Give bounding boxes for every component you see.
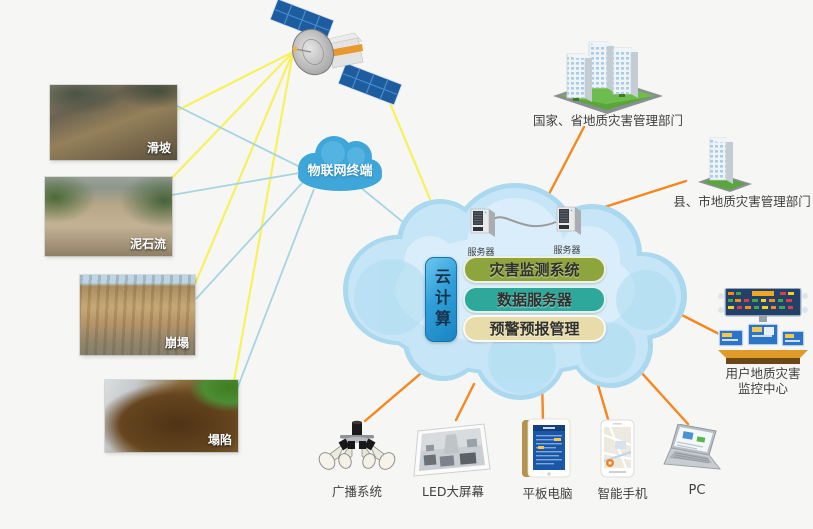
county-city-department-label: 县、市地质灾害管理部门 xyxy=(673,194,811,209)
smartphone xyxy=(600,419,636,483)
server-tower-icon xyxy=(556,206,581,235)
led-big-screen-label: LED大屏幕 xyxy=(422,484,484,499)
server-left-label: 服务器 xyxy=(467,248,495,258)
pc-label: PC xyxy=(688,483,706,498)
smartphone-label: 智能手机 xyxy=(597,486,648,501)
server-left: 服务器 xyxy=(461,206,501,258)
office-building-icon xyxy=(698,137,752,192)
led-screen-icon xyxy=(413,423,491,477)
photo-collapse: 崩塌 xyxy=(80,275,195,355)
satellite-links xyxy=(170,51,444,399)
broadcast-system-label: 广播系统 xyxy=(331,484,382,499)
laptop-icon xyxy=(663,423,722,470)
led-big-screen xyxy=(412,423,494,483)
photo-collapse-label: 崩塌 xyxy=(164,336,189,350)
national-provincial-department-label: 国家、省地质灾害管理部门 xyxy=(532,113,683,128)
server-tower-icon xyxy=(470,208,495,237)
national-provincial-department xyxy=(545,36,669,118)
module-warning-forecast-management: 预警预报管理 xyxy=(463,315,606,342)
iot-terminal-cloud xyxy=(298,136,382,191)
monitoring-center-label: 用户地质灾害 监控中心 xyxy=(716,366,810,396)
monitoring-center-label-line1: 用户地质灾害 xyxy=(725,366,801,381)
server-right: 服务器 xyxy=(547,204,587,256)
tablet-label: 平板电脑 xyxy=(522,486,573,501)
pc xyxy=(660,423,726,478)
satellite-icon xyxy=(269,0,403,106)
photo-subsidence-label: 塌陷 xyxy=(207,433,232,447)
smartphone-icon xyxy=(600,419,635,478)
module-disaster-monitoring-system: 灾害监测系统 xyxy=(463,256,606,283)
photo-subsidence: 塌陷 xyxy=(105,380,238,452)
cloud-computing-box: 云计算 xyxy=(425,257,457,342)
broadcast-system xyxy=(316,420,398,478)
server-right-label: 服务器 xyxy=(553,246,581,256)
monitoring-center-label-line2: 监控中心 xyxy=(737,381,788,396)
photo-debris-flow: 泥石流 xyxy=(45,177,172,256)
photo-landslide-label: 滑坡 xyxy=(146,141,171,155)
user-monitoring-center xyxy=(718,287,808,368)
monitoring-center-icon xyxy=(718,287,808,364)
module-data-server: 数据服务器 xyxy=(463,286,606,313)
iot-links xyxy=(171,105,410,403)
county-city-department xyxy=(694,134,758,196)
office-buildings-icon xyxy=(553,41,663,114)
tablet-icon xyxy=(522,418,571,478)
server-cable xyxy=(491,216,557,228)
loudspeakers-icon xyxy=(318,420,396,470)
iot-terminal-label: 物联网终端 xyxy=(307,164,373,179)
tablet xyxy=(518,418,576,484)
photo-debris-flow-label: 泥石流 xyxy=(129,237,166,251)
photo-landslide: 滑坡 xyxy=(50,85,177,160)
